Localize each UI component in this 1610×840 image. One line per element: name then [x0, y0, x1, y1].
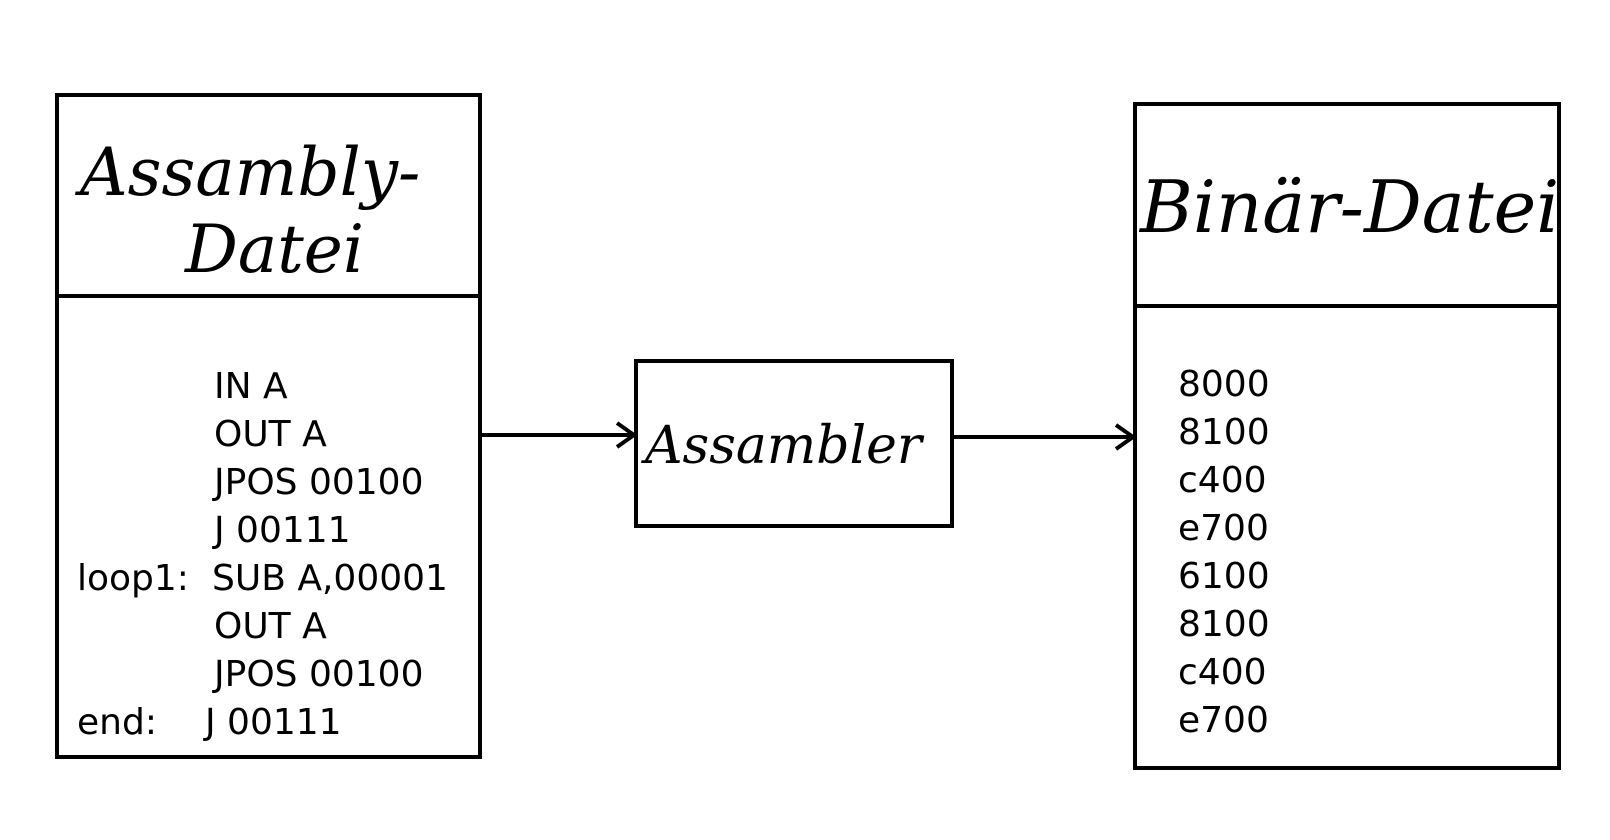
binary-value-6: 8100 — [1178, 604, 1270, 645]
binary-value-3: c400 — [1178, 460, 1267, 501]
code-line-8-instruction: J 00111 — [203, 702, 342, 743]
assembler-outline — [634, 359, 954, 528]
code-line-5-label: loop1: — [77, 558, 189, 599]
assembler-label: Assambler — [641, 416, 925, 476]
binary-value-7: c400 — [1178, 652, 1267, 693]
code-line-4-instruction: J 00111 — [212, 510, 351, 551]
binary-value-2: 8100 — [1178, 412, 1270, 453]
binary-value-8: e700 — [1178, 700, 1269, 741]
binary-value-1: 8000 — [1178, 364, 1270, 405]
binary-value-5: 6100 — [1178, 556, 1270, 597]
code-line-8-label: end: — [77, 702, 157, 743]
assembly-file-title-line2: Datei — [184, 211, 364, 288]
code-line-3-instruction: JPOS 00100 — [212, 462, 423, 503]
code-line-6-instruction: OUT A — [214, 606, 327, 647]
binary-file-box: Binär-Datei 8000 8100 c400 e700 6100 810… — [1133, 102, 1561, 770]
assembly-file-outline — [55, 93, 482, 759]
assembly-file-box: Assambly- Datei IN A OUT A JPOS 00100 J … — [55, 93, 482, 759]
assembly-file-title-line1: Assambly- — [74, 134, 420, 211]
assembler-box: Assambler — [634, 359, 954, 528]
arrow-assembly-to-assembler — [480, 421, 638, 449]
binary-value-4: e700 — [1178, 508, 1269, 549]
binary-file-outline — [1133, 102, 1561, 770]
code-line-1-instruction: IN A — [214, 366, 288, 407]
arrow-assembler-to-binary — [952, 423, 1137, 451]
code-line-7-instruction: JPOS 00100 — [212, 654, 423, 695]
binary-file-title: Binär-Datei — [1138, 165, 1559, 249]
code-line-5-instruction: SUB A,00001 — [212, 558, 448, 599]
code-line-2-instruction: OUT A — [214, 414, 327, 455]
